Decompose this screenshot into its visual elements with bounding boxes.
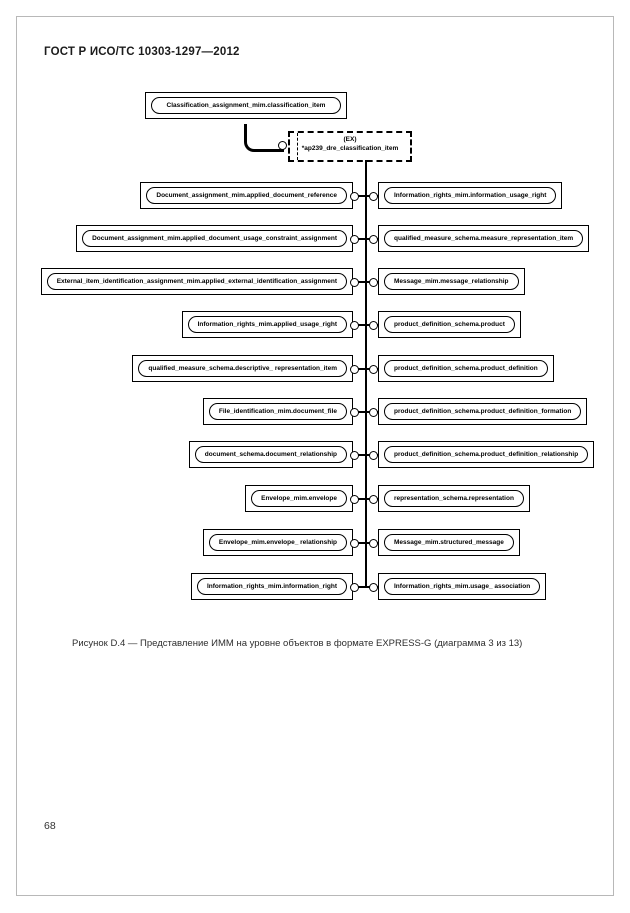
connection-circle-left bbox=[350, 365, 359, 374]
diagram-row: Information_rights_mim.applied_usage_rig… bbox=[0, 311, 630, 340]
diagram-node-label: product_definition_schema.product bbox=[384, 316, 515, 333]
connection-circle-left bbox=[350, 451, 359, 460]
external-reference-tag: (EX) bbox=[343, 136, 357, 143]
connection-circle-left bbox=[350, 495, 359, 504]
diagram-row: Information_rights_mim.information_right… bbox=[0, 573, 630, 602]
diagram-node-left: Information_rights_mim.applied_usage_rig… bbox=[181, 311, 353, 338]
diagram-node-label: representation_schema.representation bbox=[384, 490, 524, 507]
external-reference-divider bbox=[297, 133, 298, 160]
diagram-node-left: Document_assignment_mim.applied_document… bbox=[76, 225, 353, 252]
diagram-node-label: External_item_identification_assignment_… bbox=[46, 273, 347, 290]
diagram-node-label: Document_assignment_mim.applied_document… bbox=[82, 230, 347, 247]
diagram-row: External_item_identification_assignment_… bbox=[0, 268, 630, 297]
diagram-row: qualified_measure_schema.descriptive_ re… bbox=[0, 355, 630, 384]
connection-circle-left bbox=[350, 583, 359, 592]
diagram-node-label: Information_rights_mim.applied_usage_rig… bbox=[187, 316, 347, 333]
diagram-row: Envelope_mim.envelope representation_sch… bbox=[0, 485, 630, 514]
diagram-node-label: Document_assignment_mim.applied_document… bbox=[146, 187, 347, 204]
external-reference-box: (EX) *ap239_dre_classification_item bbox=[288, 131, 412, 162]
connection-circle-left bbox=[350, 235, 359, 244]
diagram-node-left: Envelope_mim.envelope bbox=[245, 485, 353, 512]
connection-circle-left bbox=[350, 539, 359, 548]
row-connector-line bbox=[350, 368, 380, 370]
diagram-node-left: qualified_measure_schema.descriptive_ re… bbox=[132, 355, 353, 382]
row-connector-line bbox=[350, 498, 380, 500]
connection-circle-right bbox=[369, 408, 378, 417]
diagram-row: File_identification_mim.document_file pr… bbox=[0, 398, 630, 427]
diagram-node-label: Envelope_mim.envelope_ relationship bbox=[208, 534, 347, 551]
page-number: 68 bbox=[44, 820, 56, 832]
connection-circle-left bbox=[350, 408, 359, 417]
figure-caption: Рисунок D.4 — Представление ИММ на уровн… bbox=[72, 638, 523, 649]
external-reference-name: *ap239_dre_classification_item bbox=[301, 144, 399, 152]
diagram-row: Document_assignment_mim.applied_document… bbox=[0, 225, 630, 254]
diagram-node-label: Classification_assignment_mim.classifica… bbox=[151, 97, 341, 114]
diagram-node-label: Message_mim.structured_message bbox=[384, 534, 514, 551]
diagram-node-root: Classification_assignment_mim.classifica… bbox=[145, 92, 347, 119]
diagram-node-right: Information_rights_mim.usage_ associatio… bbox=[378, 573, 547, 600]
connection-circle-right bbox=[369, 495, 378, 504]
diagram-node-label: document_schema.document_relationship bbox=[194, 446, 347, 463]
diagram-node-label: product_definition_schema.product_defini… bbox=[384, 360, 548, 377]
connection-circle-left bbox=[350, 192, 359, 201]
diagram-node-label: qualified_measure_schema.descriptive_ re… bbox=[138, 360, 347, 377]
diagram-node-label: Information_rights_mim.usage_ associatio… bbox=[384, 578, 541, 595]
diagram-node-left: Information_rights_mim.information_right bbox=[190, 573, 353, 600]
diagram-node-label: product_definition_schema.product_defini… bbox=[384, 446, 589, 463]
connection-circle-left bbox=[350, 278, 359, 287]
row-connector-line bbox=[350, 324, 380, 326]
diagram-node-right: product_definition_schema.product_defini… bbox=[378, 355, 554, 382]
diagram-row: Envelope_mim.envelope_ relationship Mess… bbox=[0, 529, 630, 558]
diagram-node-right: Information_rights_mim.information_usage… bbox=[378, 182, 563, 209]
row-connector-line bbox=[350, 411, 380, 413]
connection-circle-right bbox=[369, 451, 378, 460]
diagram-node-left: document_schema.document_relationship bbox=[188, 441, 353, 468]
bus-line bbox=[365, 160, 367, 588]
root-connector-elbow bbox=[244, 124, 284, 152]
connection-circle-right bbox=[369, 539, 378, 548]
root-connection-circle bbox=[278, 141, 287, 150]
diagram-node-right: product_definition_schema.product_defini… bbox=[378, 398, 588, 425]
diagram-node-right: product_definition_schema.product bbox=[378, 311, 521, 338]
row-connector-line bbox=[350, 454, 380, 456]
diagram-node-label: Information_rights_mim.information_usage… bbox=[384, 187, 557, 204]
diagram-row: document_schema.document_relationship pr… bbox=[0, 441, 630, 470]
row-connector-line bbox=[350, 542, 380, 544]
connection-circle-left bbox=[350, 321, 359, 330]
diagram-node-left: Envelope_mim.envelope_ relationship bbox=[202, 529, 353, 556]
standard-designation-header: ГОСТ Р ИСО/ТС 10303-1297—2012 bbox=[44, 46, 240, 58]
diagram-node-label: qualified_measure_schema.measure_represe… bbox=[384, 230, 584, 247]
connection-circle-right bbox=[369, 583, 378, 592]
diagram-node-label: Information_rights_mim.information_right bbox=[196, 578, 347, 595]
diagram-node-right: qualified_measure_schema.measure_represe… bbox=[378, 225, 590, 252]
connection-circle-right bbox=[369, 365, 378, 374]
connection-circle-right bbox=[369, 192, 378, 201]
row-connector-line bbox=[350, 586, 380, 588]
row-connector-line bbox=[350, 238, 380, 240]
connection-circle-right bbox=[369, 321, 378, 330]
diagram-node-label: Envelope_mim.envelope bbox=[251, 490, 347, 507]
express-g-diagram: Classification_assignment_mim.classifica… bbox=[0, 92, 630, 602]
diagram-node-label: Message_mim.message_relationship bbox=[384, 273, 519, 290]
diagram-node-left: File_identification_mim.document_file bbox=[202, 398, 353, 425]
diagram-node-label: File_identification_mim.document_file bbox=[208, 403, 347, 420]
diagram-node-left: External_item_identification_assignment_… bbox=[40, 268, 353, 295]
connection-circle-right bbox=[369, 235, 378, 244]
diagram-node-right: Message_mim.structured_message bbox=[378, 529, 520, 556]
row-connector-line bbox=[350, 281, 380, 283]
diagram-node-right: representation_schema.representation bbox=[378, 485, 530, 512]
diagram-node-right: product_definition_schema.product_defini… bbox=[378, 441, 595, 468]
row-connector-line bbox=[350, 195, 380, 197]
connection-circle-right bbox=[369, 278, 378, 287]
diagram-node-right: Message_mim.message_relationship bbox=[378, 268, 525, 295]
diagram-row: Document_assignment_mim.applied_document… bbox=[0, 182, 630, 211]
diagram-node-label: product_definition_schema.product_defini… bbox=[384, 403, 582, 420]
diagram-node-left: Document_assignment_mim.applied_document… bbox=[140, 182, 353, 209]
